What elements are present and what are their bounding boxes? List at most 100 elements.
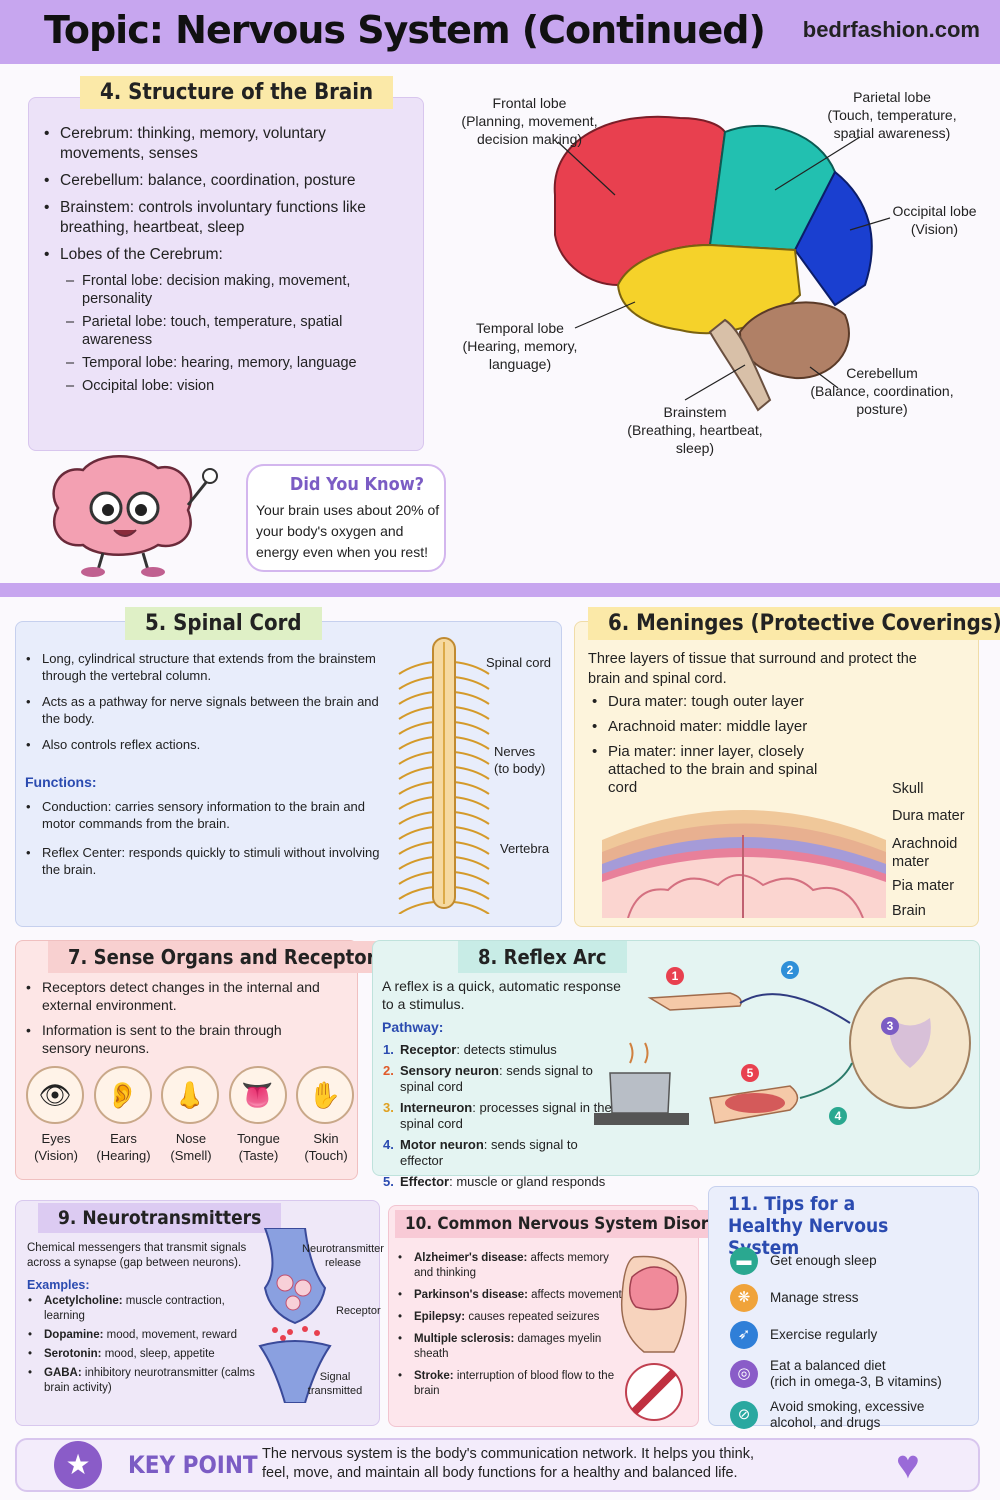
temporal-lobe-label: Temporal lobe (Hearing, memory, language… (462, 320, 578, 372)
reflex-section-title: 8. Reflex Arc (458, 941, 627, 973)
sense-bullets: Receptors detect changes in the internal… (24, 978, 334, 1064)
reflex-marker-2: 2 (781, 961, 799, 979)
neurotransmitter-release-label: Neurotransmitter release (302, 1243, 384, 1269)
sense-organ-nose: 👃Nose(Smell) (161, 1066, 221, 1164)
sense-organ-name: Nose (175, 1131, 207, 1146)
spinal-section-title: 5. Spinal Cord (125, 607, 322, 640)
nerves-label: Nerves (to body) (494, 744, 546, 776)
nerve-branch (398, 796, 435, 810)
occipital-lobe (793, 170, 873, 307)
section-divider (0, 583, 1000, 597)
reflex-marker-3: 3 (881, 1017, 899, 1035)
nerve-branch (398, 826, 435, 840)
sense-organ-function: (Taste) (238, 1148, 279, 1163)
nerve-branch (398, 871, 435, 885)
sense-organ-name: Ears (110, 1131, 137, 1146)
reflex-pathway-heading: Pathway: (382, 1019, 444, 1035)
neuro-example: Dopamine: mood, movement, reward (26, 1328, 258, 1343)
did-you-know-text: Your brain uses about 20% of your body's… (256, 502, 440, 560)
svg-text:3: 3 (887, 1019, 894, 1033)
frontal-lobe-label: Frontal lobe (Planning, movement, decisi… (461, 95, 598, 147)
sense-organ-name: Tongue (237, 1131, 280, 1146)
sense-organ-function: (Vision) (34, 1148, 78, 1163)
nerve-branch (398, 841, 435, 855)
sense-organs: 👁Eyes(Vision)👂Ears(Hearing)👃Nose(Smell)👅… (26, 1066, 356, 1164)
brain-bullet: Brainstem: controls involuntary function… (42, 198, 412, 238)
cerebellum (738, 301, 850, 380)
nerve-branch (453, 751, 490, 765)
brain-bullet: Lobes of the Cerebrum: (42, 245, 412, 265)
reflex-step: 5.Effector: muscle or gland responds (383, 1174, 606, 1189)
vertebra-label: Vertebra (500, 841, 550, 856)
svg-text:5: 5 (747, 1066, 754, 1080)
brainstem (708, 318, 772, 412)
reflex-step: 3.Interneuron: processes signal in the s… (383, 1100, 612, 1131)
spinal-bullet: Acts as a pathway for nerve signals betw… (24, 693, 396, 727)
nerve-branch (453, 781, 490, 795)
brainstem-label: Brainstem (Breathing, heartbeat, sleep) (627, 404, 763, 456)
meninges-layer-label: Skull (892, 781, 924, 797)
meninges-intro: Three layers of tissue that surround and… (588, 651, 917, 687)
nerve-branch (453, 856, 490, 870)
nerve-branch (453, 901, 490, 914)
neuro-example: Acetylcholine: muscle contraction, learn… (26, 1294, 258, 1324)
spinal-function-item: Reflex Center: responds quickly to stimu… (24, 844, 396, 878)
nerve-branch (398, 676, 435, 690)
meninges-bullet: Dura mater: tough outer layer (590, 693, 830, 711)
meninges-bullet: Arachnoid mater: middle layer (590, 718, 830, 736)
spinal-function-item: Conduction: carries sensory information … (24, 798, 396, 832)
nerve-branch (453, 706, 490, 720)
reflex-marker-4: 4 (829, 1107, 847, 1125)
sense-organ-ears: 👂Ears(Hearing) (93, 1066, 154, 1164)
meninges-layer-label: Dura mater (892, 808, 965, 824)
parietal-lobe-label: Parietal lobe (Touch, temperature, spati… (827, 89, 957, 141)
disorders-list: Alzheimer's disease: affects memory and … (396, 1251, 628, 1406)
neuro-example: Serotonin: mood, sleep, appetite (26, 1347, 258, 1362)
nerve-branch (398, 901, 435, 914)
plate-icon: ◎ (730, 1360, 758, 1388)
sense-bullet: Information is sent to the brain through… (24, 1021, 334, 1057)
nerve-branch (398, 736, 435, 750)
running-icon: ➶ (730, 1321, 758, 1349)
disorder-item: Multiple sclerosis: damages myelin sheat… (396, 1332, 628, 1362)
header-bar (0, 0, 1000, 64)
brain-bullet: Cerebrum: thinking, memory, voluntary mo… (42, 124, 412, 164)
nerve-branch (398, 706, 435, 720)
meninges-diagram (602, 810, 886, 918)
pot-icon (609, 1072, 671, 1114)
tip-text: Eat a balanced diet (rich in omega-3, B … (770, 1358, 942, 1389)
tip-item: ◎ Eat a balanced diet (rich in omega-3, B… (730, 1358, 975, 1390)
disorder-item: Epilepsy: causes repeated seizures (396, 1310, 628, 1325)
nerve-branch (453, 796, 490, 810)
brain-section-title: 4. Structure of the Brain (80, 76, 394, 109)
hand-icon: ✋ (296, 1066, 354, 1124)
tip-item: ❋Manage stress (730, 1284, 975, 1312)
star-icon: ★ (54, 1441, 102, 1489)
occipital-lobe-label: Occipital lobe (Vision) (892, 203, 977, 237)
eye-icon: 👁 (26, 1066, 84, 1124)
svg-text:2: 2 (787, 963, 794, 977)
nerve-branch (398, 661, 435, 675)
brain-diagram (553, 115, 891, 412)
nerve-branch (398, 766, 435, 780)
sense-organ-tongue: 👅Tongue(Taste) (228, 1066, 289, 1164)
neuro-example: GABA: inhibitory neurotransmitter (calms… (26, 1366, 258, 1396)
site-name: bedrfashion.com (802, 17, 980, 42)
disorder-item: Alzheimer's disease: affects memory and … (396, 1251, 628, 1281)
disorder-item: Stroke: interruption of blood flow to th… (396, 1369, 628, 1399)
disorder-item: Parkinson's disease: affects movement (396, 1288, 628, 1303)
nerve-branch (453, 841, 490, 855)
key-point-text: The nervous system is the body's communi… (262, 1446, 754, 1481)
lobe-item: Parietal lobe: touch, temperature, spati… (64, 313, 412, 349)
tip-item: ▬Get enough sleep (730, 1247, 975, 1275)
nerve-branch (453, 871, 490, 885)
neuro-section-title: 9. Neurotransmitters (38, 1203, 282, 1233)
nerve-branch (453, 721, 490, 735)
page-title: Topic: Nervous System (Continued) (44, 8, 766, 52)
reflex-marker-5: 5 (741, 1064, 759, 1082)
spinal-bullet: Also controls reflex actions. (24, 736, 396, 753)
nerve-branch (453, 691, 490, 705)
meninges-section-title: 6. Meninges (Protective Coverings) (588, 607, 1000, 640)
nerve-branch (398, 856, 435, 870)
